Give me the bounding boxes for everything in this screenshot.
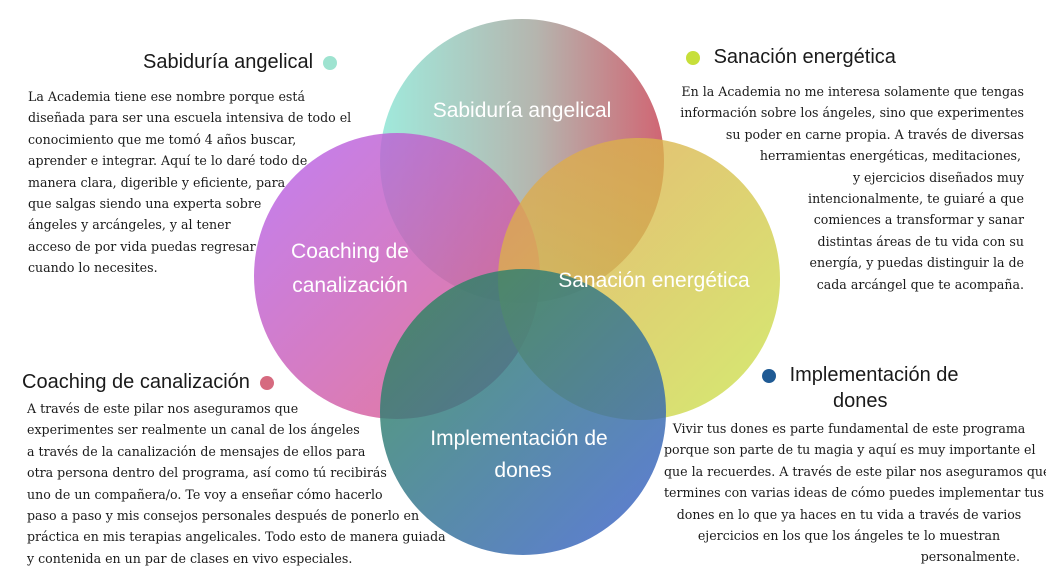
text-line: herramientas energéticas, meditaciones,	[759, 148, 1021, 164]
text-line: práctica en mis terapias angelicales. To…	[27, 529, 446, 545]
heading-implementacion: Implementación de dones	[762, 362, 959, 414]
text-line: acceso de por vida puedas regresar	[28, 238, 256, 254]
text-line: termines con varias ideas de cómo puedes…	[664, 485, 1044, 501]
text-line: aprender e integrar. Aquí te lo daré tod…	[28, 153, 308, 169]
text-line: ejercicios en los que los ángeles te lo …	[697, 528, 1001, 544]
heading-sabiduria: Sabiduría angelical	[143, 49, 337, 75]
text-sabiduria: La Academia tiene ese nombre porque está…	[28, 86, 352, 279]
text-line: otra persona dentro del programa, así co…	[27, 465, 387, 481]
circle-label-implementacion-2: dones	[494, 459, 551, 482]
text-line: Vivir tus dones es parte fundamental de …	[672, 421, 1026, 436]
circle-label-sanacion: Sanación energética	[558, 269, 750, 292]
dot-icon	[762, 368, 776, 383]
text-line: manera clara, digerible y eficiente, par…	[28, 174, 286, 190]
text-sanacion: En la Academia no me interesa solamente …	[664, 81, 1024, 295]
heading-coaching: Coaching de canalización	[22, 369, 274, 395]
heading-implementacion-line2: dones	[833, 390, 888, 412]
text-line: información sobre los ángeles, sino que …	[680, 105, 1024, 121]
heading-sanacion: Sanación energética	[686, 44, 896, 70]
text-line: experimentes ser realmente un canal de l…	[27, 422, 360, 438]
text-line: a través de la canalización de mensajes …	[27, 443, 366, 459]
text-line: En la Academia no me interesa solamente …	[681, 84, 1024, 99]
text-line: energía, y puedas distinguir la de	[809, 255, 1024, 271]
text-line: que salgas siendo una experta sobre	[28, 196, 262, 212]
text-line: comiences a transformar y sanar	[813, 212, 1024, 228]
dot-icon	[259, 375, 274, 390]
text-coaching: A través de este pilar nos aseguramos qu…	[27, 398, 446, 569]
text-line: ángeles y arcángeles, y al tener	[28, 217, 231, 233]
text-line: que la recuerdes. A través de este pilar…	[664, 463, 1046, 479]
text-line: paso a paso y mis consejos personales de…	[27, 508, 420, 524]
text-line: personalmente.	[920, 549, 1020, 565]
text-line: intencionalmente, te guiaré a que	[808, 191, 1024, 207]
text-line: distintas áreas de tu vida con su	[817, 233, 1024, 249]
text-line: dones en lo que ya haces en tu vida a tr…	[676, 506, 1022, 522]
circle-implementacion	[380, 269, 666, 555]
text-line: y ejercicios diseñados muy	[852, 169, 1024, 185]
text-implementacion: Vivir tus dones es parte fundamental de …	[664, 418, 1046, 568]
text-line: conocimiento que me tomó 4 años buscar,	[28, 131, 297, 147]
text-line: diseñada para ser una escuela intensiva …	[28, 110, 352, 126]
dot-icon	[686, 50, 700, 65]
text-line: La Academia tiene ese nombre porque está	[28, 89, 305, 104]
circle-label-implementacion-1: Implementación de	[430, 427, 607, 450]
heading-sabiduria-text: Sabiduría angelical	[143, 51, 314, 73]
text-line: uno de un compañera/o. Te voy a enseñar …	[27, 486, 383, 502]
text-line: cada arcángel que te acompaña.	[816, 276, 1024, 292]
text-line: porque son parte de tu magia y aquí es m…	[664, 442, 1036, 458]
text-line: A través de este pilar nos aseguramos qu…	[27, 401, 299, 416]
circle-label-sabiduria: Sabiduría angelical	[433, 99, 612, 122]
text-line: cuando lo necesites.	[28, 260, 158, 276]
circle-label-coaching-1: Coaching de	[291, 240, 409, 263]
circle-label-coaching-2: canalización	[292, 274, 408, 297]
text-line: y contenida en un par de clases en vivo …	[27, 550, 353, 566]
dot-icon	[322, 55, 337, 70]
heading-implementacion-line1: Implementación de	[789, 364, 959, 386]
heading-coaching-text: Coaching de canalización	[22, 371, 250, 393]
text-line: su poder en carne propia. A través de di…	[725, 126, 1024, 142]
heading-sanacion-text: Sanación energética	[713, 46, 896, 68]
